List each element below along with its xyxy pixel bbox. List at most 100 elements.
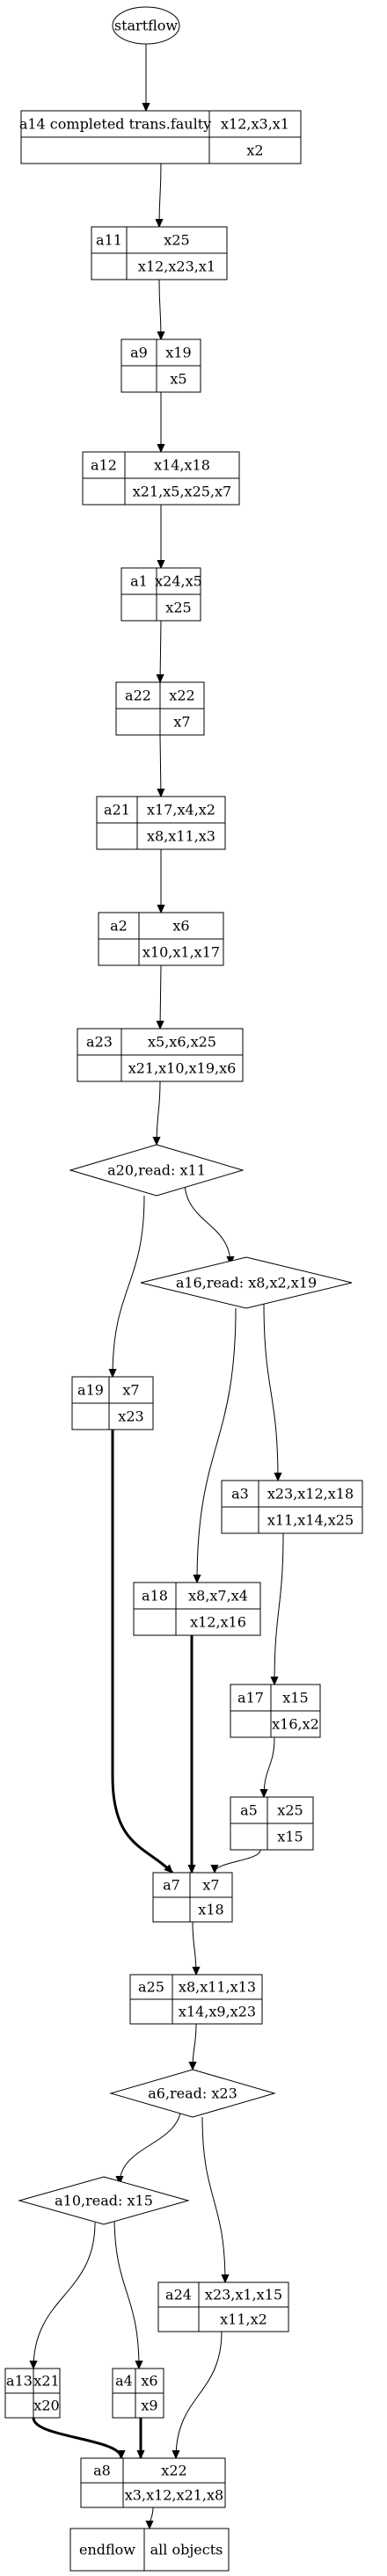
record-top-vars: x19	[165, 345, 191, 361]
record-name: a2	[110, 918, 128, 935]
record-name: a18	[142, 1588, 168, 1605]
node-a20: a20,read: x11	[69, 1144, 245, 1197]
record-name: a3	[231, 1486, 249, 1503]
edges-layer	[32, 44, 284, 2529]
record-top-vars: x8,x11,x13	[179, 1979, 256, 1996]
record-top-vars: x8,x7,x4	[188, 1588, 248, 1605]
edge-a14-to-a11	[159, 163, 161, 227]
record-top-vars: x23,x12,x18	[267, 1486, 354, 1503]
record-name: a23	[86, 1034, 113, 1051]
record-bottom-vars: x18	[198, 1902, 223, 1918]
decision-label: a10,read: x15	[55, 2193, 153, 2209]
record-bottom-vars: x12,x23,x1	[138, 258, 215, 275]
record-name: a14 completed trans.faulty	[19, 116, 211, 133]
record-bottom-vars: x2	[246, 142, 263, 159]
record-top-vars: x21	[33, 2373, 59, 2390]
record-bottom-vars: x10,x1,x17	[142, 944, 220, 961]
edge-a7-to-a25	[193, 1921, 196, 1975]
decision-diamond	[109, 2069, 276, 2118]
decision-label: a6,read: x23	[148, 2085, 237, 2102]
node-a25: a25 x8,x11,x13 x14,x9,x23	[129, 1974, 263, 2025]
record-bottom-vars: x3,x12,x21,x8	[125, 2487, 223, 2504]
record-bottom-vars: x25	[165, 600, 191, 616]
edge-a10-to-a13	[33, 2222, 96, 2369]
node-a10: a10,read: x15	[18, 2176, 190, 2225]
record-top-vars: x7	[122, 1382, 139, 1399]
decision-label: a16,read: x8,x2,x19	[176, 1275, 317, 1292]
edge-a16-to-a18	[197, 1307, 237, 1583]
record-bottom-vars: x11,x2	[220, 2311, 267, 2328]
decision-diamond	[18, 2176, 190, 2225]
edge-a23-to-a20	[157, 1081, 160, 1145]
record-name: a25	[138, 1979, 164, 1996]
record-bottom-vars: x20	[33, 2398, 59, 2414]
record-name: endflow	[79, 2542, 135, 2558]
node-a6: a6,read: x23	[109, 2069, 276, 2118]
record-name: a9	[130, 345, 148, 361]
record-name: a13	[6, 2373, 33, 2390]
record-top-vars: x25	[277, 1802, 303, 1819]
record-top-vars: x6	[141, 2373, 157, 2390]
record-bottom-vars: x7	[173, 714, 190, 731]
record-name: a12	[91, 457, 117, 474]
record-bottom-vars: x11,x14,x25	[267, 1512, 354, 1529]
record-name: a5	[240, 1802, 258, 1819]
record-name: a24	[165, 2287, 192, 2303]
node-a4: a4 x6 x9	[112, 2368, 164, 2419]
record-name: a4	[115, 2373, 133, 2390]
record-top-vars: x6	[172, 918, 189, 935]
edge-a17-to-a5	[264, 1736, 275, 1797]
edge-a1-to-a22	[160, 620, 161, 682]
record-name: a11	[96, 232, 122, 249]
record-name: a17	[237, 1690, 264, 1706]
node-startflow: startflow	[112, 6, 180, 45]
node-a16: a16,read: x8,x2,x19	[140, 1256, 353, 1309]
node-a18: a18 x8,x7,x4 x12,x16	[133, 1582, 261, 1636]
decision-diamond	[140, 1256, 353, 1309]
record-bottom-vars: x21,x5,x25,x7	[133, 484, 231, 500]
edge-a5-to-a7	[215, 1849, 261, 1873]
edge-a2-to-a23	[160, 964, 161, 1029]
decision-label: a20,read: x11	[107, 1162, 206, 1179]
record-top-vars: x7	[202, 1877, 219, 1894]
edge-a20-to-a16	[184, 1181, 230, 1264]
node-a7: a7 x7 x18	[152, 1872, 233, 1923]
record-name: a7	[163, 1877, 180, 1894]
node-a2: a2 x6 x10,x1,x17	[98, 912, 224, 966]
node-a14: a14 completed trans.faulty x12,x3,x1 x2	[19, 110, 302, 164]
record-bottom-vars: x8,x11,x3	[147, 828, 215, 845]
edge-a13-to-a8	[32, 2417, 121, 2458]
record-top-vars: x15	[282, 1690, 308, 1706]
record-top-vars: x22	[161, 2463, 186, 2479]
record-bottom-vars: x5	[170, 371, 186, 388]
edge-a10-to-a4	[113, 2215, 139, 2369]
edge-a6-to-a10	[120, 2105, 182, 2184]
record-top-vars: x12,x3,x1	[221, 116, 289, 133]
edge-a25-to-a6	[193, 2023, 196, 2070]
record-name: a8	[93, 2463, 111, 2479]
record-bottom-vars: x12,x16	[190, 1614, 246, 1631]
node-a17: a17 x15 x16,x2	[230, 1684, 321, 1738]
record-top-vars: x25	[164, 232, 189, 249]
record-name: a21	[104, 802, 130, 819]
record-top-vars: x24,x5	[155, 573, 202, 590]
nodes-layer: startflow a14 completed trans.faulty x12,x…	[4, 6, 363, 2572]
decision-diamond	[69, 1144, 245, 1197]
start-ellipse	[112, 6, 180, 45]
record-top-vars: x22	[169, 688, 194, 704]
record-bottom-vars: x9	[141, 2398, 157, 2414]
edge-a20-to-a19	[113, 1195, 145, 1377]
edge-a8-to-endflow	[150, 2507, 153, 2529]
node-a1: a1 x24,x5 x25	[120, 567, 202, 622]
edge-a16-to-a3	[263, 1302, 278, 1481]
record-bottom-vars: x16,x2	[272, 1716, 319, 1733]
record-bottom-vars: x14,x9,x23	[179, 2004, 256, 2020]
record-name: a1	[130, 573, 148, 590]
